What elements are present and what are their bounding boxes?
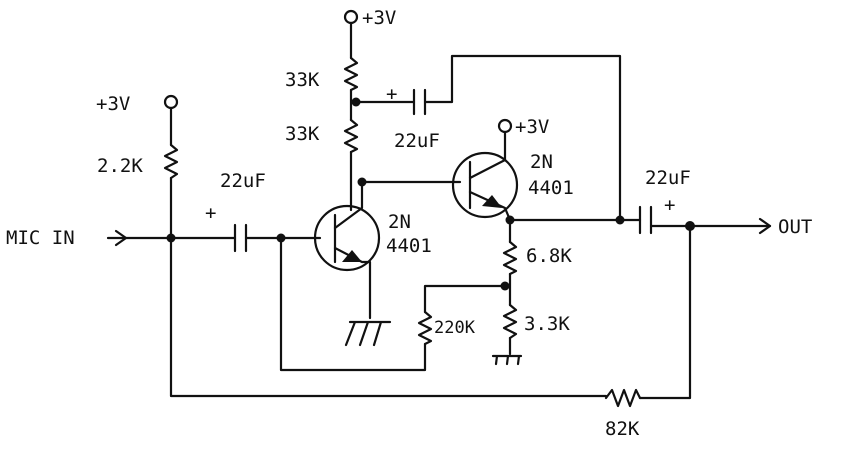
- q2-number-label: 4401: [528, 177, 574, 199]
- wire-220k-to-q1-base: [279, 236, 427, 372]
- transistor-q2-emitter-arrow: [482, 195, 502, 208]
- out-label: OUT: [778, 216, 812, 238]
- transistor-q1-emitter-arrow: [342, 250, 362, 262]
- resistor-33k-top: [343, 56, 359, 92]
- junction-output-feedback: [615, 215, 625, 225]
- wire-cap-to-output: [423, 54, 622, 222]
- q1-number-label: 4401: [386, 235, 432, 257]
- capacitor-output-label: 22uF: [645, 167, 691, 189]
- resistor-2k2-label: 2.2K: [97, 155, 143, 177]
- resistor-82k: [604, 388, 642, 408]
- supply-top-terminal: [343, 9, 359, 25]
- resistor-33k-mid: [343, 118, 359, 154]
- supply-left-terminal: [163, 94, 179, 110]
- resistor-2k2: [163, 143, 179, 180]
- transistor-q1-body: [313, 204, 381, 272]
- resistor-220k: [417, 310, 433, 346]
- resistor-220k-label: 220K: [434, 318, 476, 338]
- capacitor-feedback: [412, 88, 427, 116]
- ground-emitter: [491, 354, 523, 366]
- q2-type-label: 2N: [530, 151, 553, 173]
- supply-q2-label: +3V: [515, 116, 549, 138]
- q1-type-label: 2N: [388, 211, 411, 233]
- resistor-6k8-label: 6.8K: [526, 245, 572, 267]
- wire-divider-to-220k: [423, 284, 507, 314]
- capacitor-output: [638, 205, 653, 235]
- ground-q1: [344, 320, 392, 347]
- mic-in-label: MIC IN: [6, 227, 75, 249]
- resistor-3k3: [502, 303, 518, 340]
- capacitor-input: [233, 223, 248, 253]
- transistor-q2-body: [451, 151, 519, 219]
- resistor-33k-mid-label: 33K: [285, 123, 320, 145]
- capacitor-output-plus: +: [664, 194, 675, 216]
- supply-q2-terminal: [497, 118, 513, 134]
- resistor-3k3-label: 3.3K: [524, 313, 570, 335]
- supply-left-label: +3V: [96, 93, 130, 115]
- wire-output-down: [638, 224, 692, 400]
- output-arrow: [758, 217, 772, 235]
- capacitor-feedback-label: 22uF: [394, 130, 440, 152]
- capacitor-feedback-plus: +: [386, 83, 397, 105]
- capacitor-input-label: 22uF: [220, 170, 266, 192]
- wire-82k-to-input: [169, 236, 608, 398]
- supply-top-label: +3V: [362, 7, 396, 29]
- transistor-q1-collector: [333, 180, 462, 230]
- resistor-6k8: [502, 240, 518, 276]
- capacitor-input-plus: +: [205, 202, 216, 224]
- resistor-82k-label: 82K: [605, 418, 640, 440]
- transistor-q2-collector: [468, 130, 507, 180]
- resistor-33k-top-label: 33K: [285, 69, 320, 91]
